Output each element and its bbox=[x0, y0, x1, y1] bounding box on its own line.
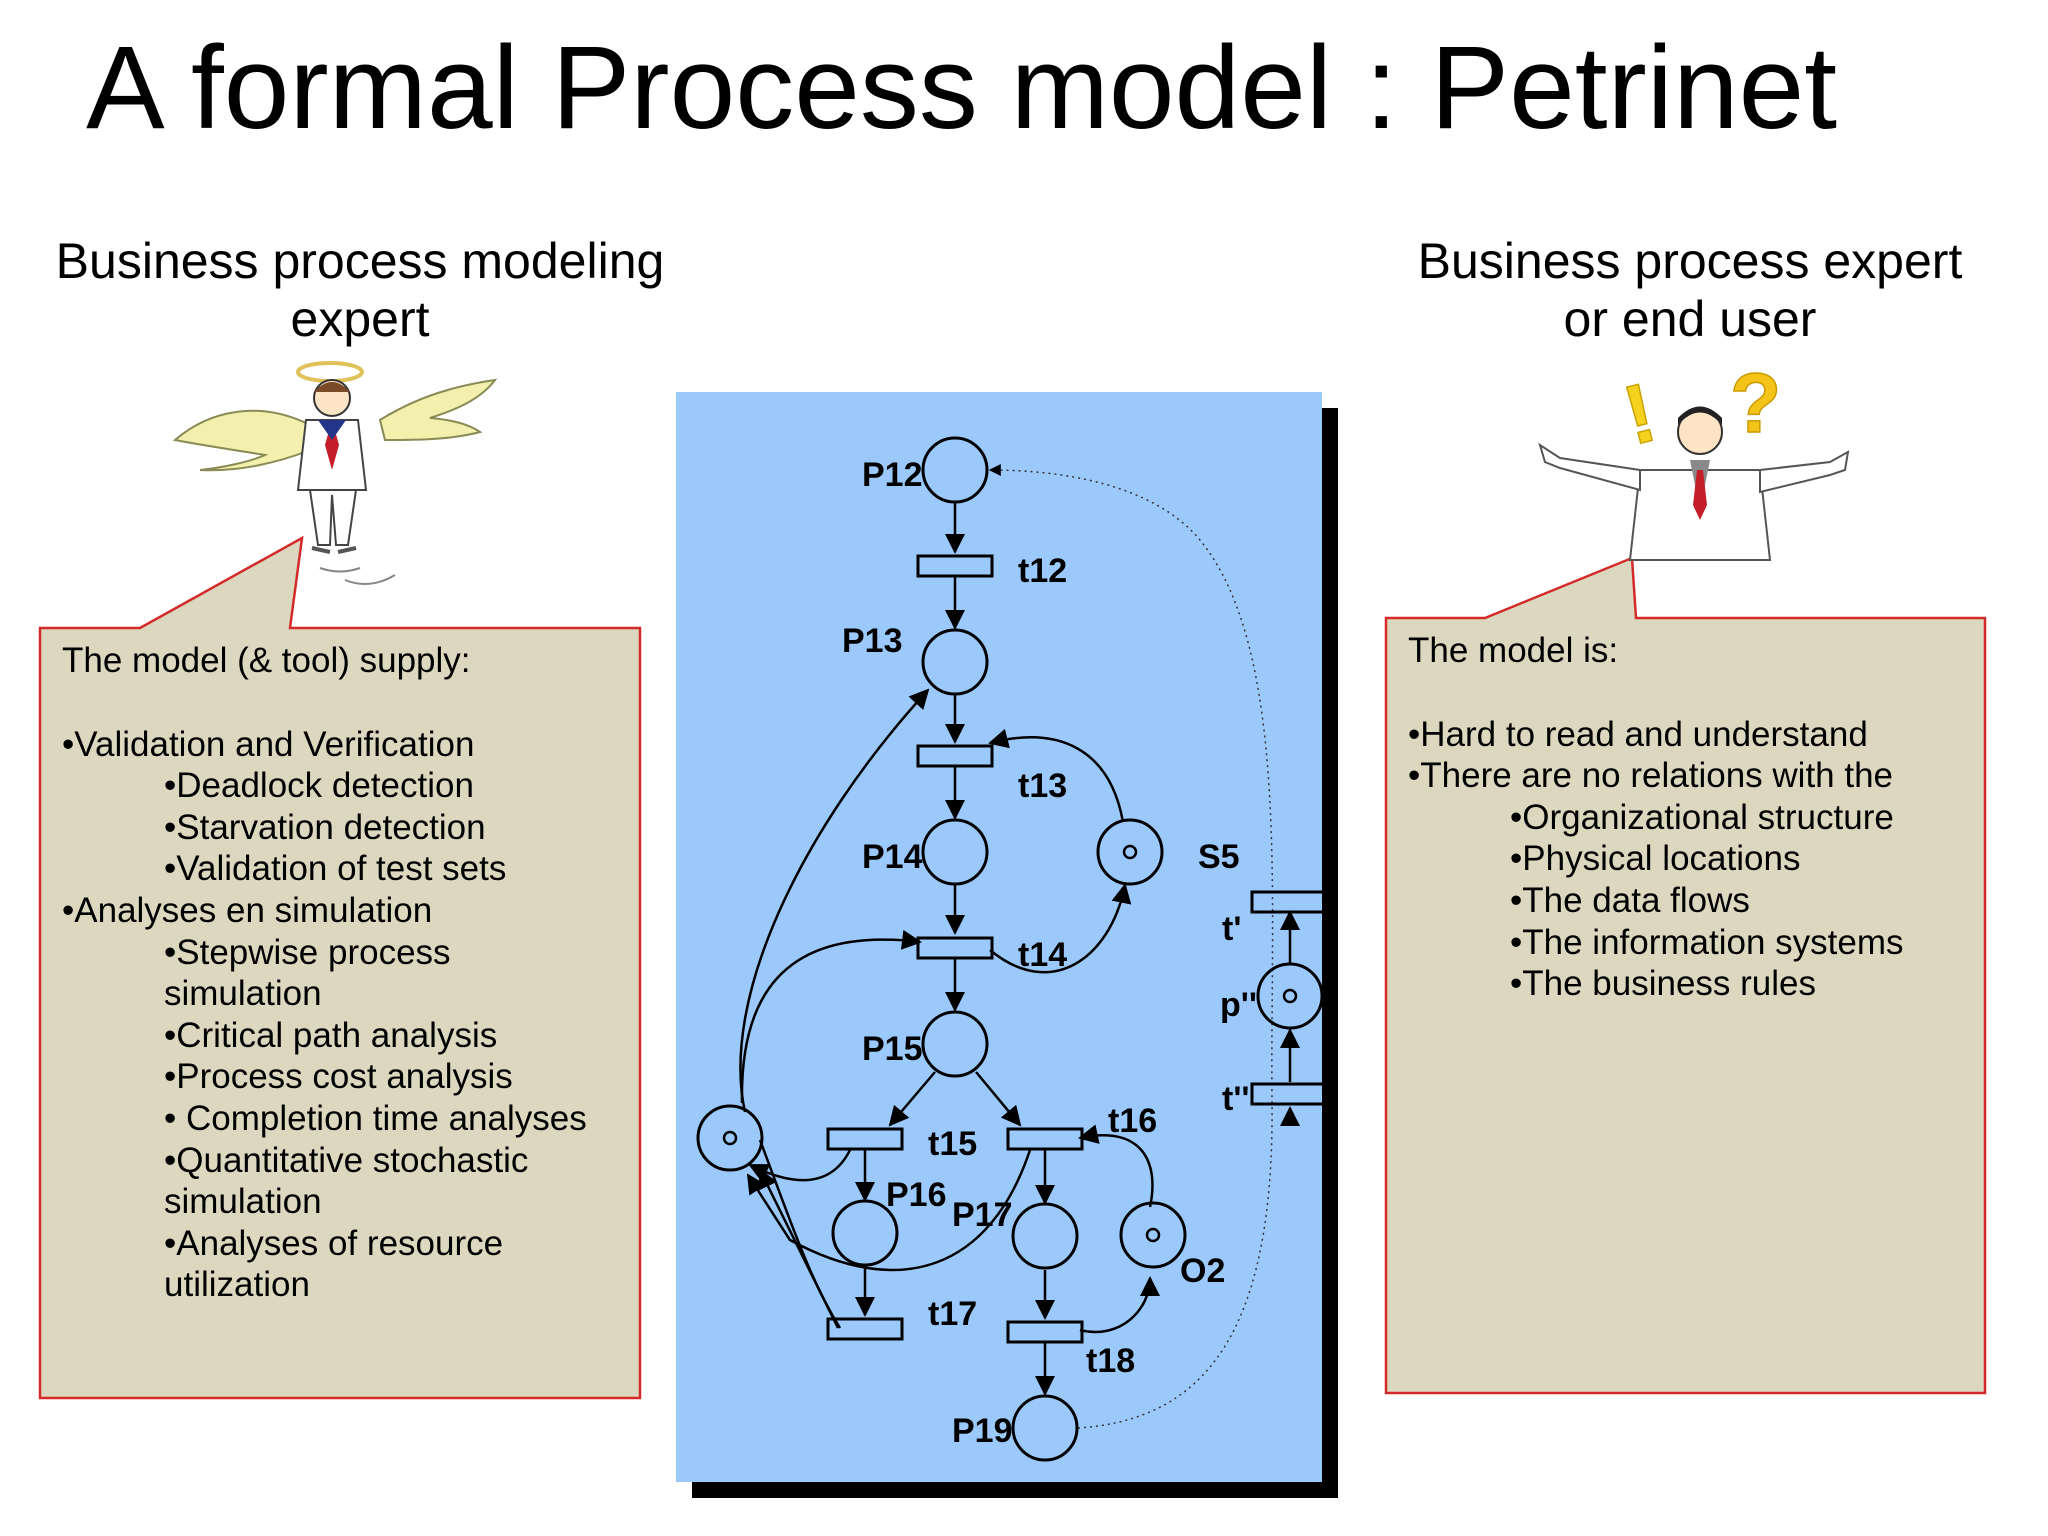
left-item: •Stepwise process simulation bbox=[164, 932, 451, 1014]
label-p16: P16 bbox=[886, 1176, 947, 1214]
token-o2 bbox=[1145, 1227, 1161, 1243]
place-p12 bbox=[921, 436, 989, 504]
place-o2 bbox=[1119, 1201, 1187, 1269]
place-p19 bbox=[1011, 1394, 1079, 1462]
label-s5: S5 bbox=[1198, 838, 1240, 876]
right-item: •The data flows bbox=[1510, 880, 1750, 920]
token-p-double-prime bbox=[1282, 988, 1298, 1004]
left-item: •Deadlock detection bbox=[164, 766, 474, 806]
left-callout-text: The model (& tool) supply: •Validation a… bbox=[62, 640, 642, 1306]
left-item: •Quantitative stochastic simulation bbox=[164, 1140, 529, 1222]
transition-t12 bbox=[916, 554, 994, 578]
label-t-double-prime: t'' bbox=[1222, 1080, 1250, 1118]
left-item: •Critical path analysis bbox=[164, 1015, 498, 1055]
token-s5 bbox=[1122, 844, 1138, 860]
left-heading-line1: Business process modeling bbox=[55, 233, 665, 289]
right-item: •There are no relations with the bbox=[1408, 756, 1894, 796]
right-item: •Organizational structure bbox=[1510, 797, 1894, 837]
place-p-double-prime bbox=[1256, 962, 1324, 1030]
left-item: •Analyses en simulation bbox=[62, 890, 433, 930]
place-resource-left bbox=[696, 1104, 764, 1172]
label-t17: t17 bbox=[928, 1295, 977, 1333]
transition-t17 bbox=[826, 1317, 904, 1341]
label-p12: P12 bbox=[862, 456, 923, 494]
label-t18: t18 bbox=[1086, 1342, 1135, 1380]
label-t-prime: t' bbox=[1222, 910, 1241, 948]
transition-t-double-prime bbox=[1250, 1082, 1328, 1106]
right-item: •The information systems bbox=[1510, 922, 1904, 962]
place-p15 bbox=[921, 1010, 989, 1078]
right-callout-text: The model is: •Hard to read and understa… bbox=[1408, 630, 1968, 1005]
right-item: •Hard to read and understand bbox=[1408, 714, 1868, 754]
right-heading: Business process expert or end user bbox=[1390, 232, 1990, 348]
left-item: •Validation and Verification bbox=[62, 724, 475, 764]
right-box-title: The model is: bbox=[1408, 631, 1619, 670]
label-p19: P19 bbox=[952, 1412, 1013, 1450]
transition-t13 bbox=[916, 744, 994, 768]
place-s5 bbox=[1096, 818, 1164, 886]
label-t14: t14 bbox=[1018, 936, 1067, 974]
label-o2: O2 bbox=[1180, 1252, 1225, 1290]
page-title: A formal Process model : Petrinet bbox=[86, 22, 1838, 154]
label-p13: P13 bbox=[842, 622, 903, 660]
right-item: •The business rules bbox=[1510, 964, 1817, 1004]
left-item: •Validation of test sets bbox=[164, 849, 507, 889]
diagram-background bbox=[676, 392, 1322, 1482]
right-heading-line1: Business process expert bbox=[1417, 233, 1963, 289]
label-t12: t12 bbox=[1018, 552, 1067, 590]
left-heading: Business process modeling expert bbox=[30, 232, 690, 348]
place-p13 bbox=[921, 628, 989, 696]
place-p17 bbox=[1011, 1202, 1079, 1270]
label-p15: P15 bbox=[862, 1030, 923, 1068]
right-heading-line2: or end user bbox=[1563, 291, 1817, 347]
label-p14: P14 bbox=[862, 838, 923, 876]
token-resource-left bbox=[722, 1130, 738, 1146]
left-box-title: The model (& tool) supply: bbox=[62, 641, 471, 680]
label-p17: P17 bbox=[952, 1196, 1013, 1234]
label-p-double-prime: p'' bbox=[1220, 986, 1257, 1024]
label-t13: t13 bbox=[1018, 767, 1067, 805]
transition-t15 bbox=[826, 1127, 904, 1151]
left-item: •Analyses of resource utilization bbox=[164, 1223, 504, 1305]
left-item: • Completion time analyses bbox=[164, 1098, 587, 1138]
transition-t16 bbox=[1006, 1127, 1084, 1151]
transition-t18 bbox=[1006, 1320, 1084, 1344]
left-item: •Process cost analysis bbox=[164, 1057, 513, 1097]
left-item: •Starvation detection bbox=[164, 807, 486, 847]
left-heading-line2: expert bbox=[290, 291, 430, 347]
label-t15: t15 bbox=[928, 1125, 977, 1163]
transition-t-prime bbox=[1250, 890, 1328, 914]
right-item: •Physical locations bbox=[1510, 839, 1801, 879]
place-p16 bbox=[831, 1199, 899, 1267]
transition-t14 bbox=[916, 936, 994, 960]
place-p14 bbox=[921, 818, 989, 886]
label-t16: t16 bbox=[1108, 1102, 1157, 1140]
